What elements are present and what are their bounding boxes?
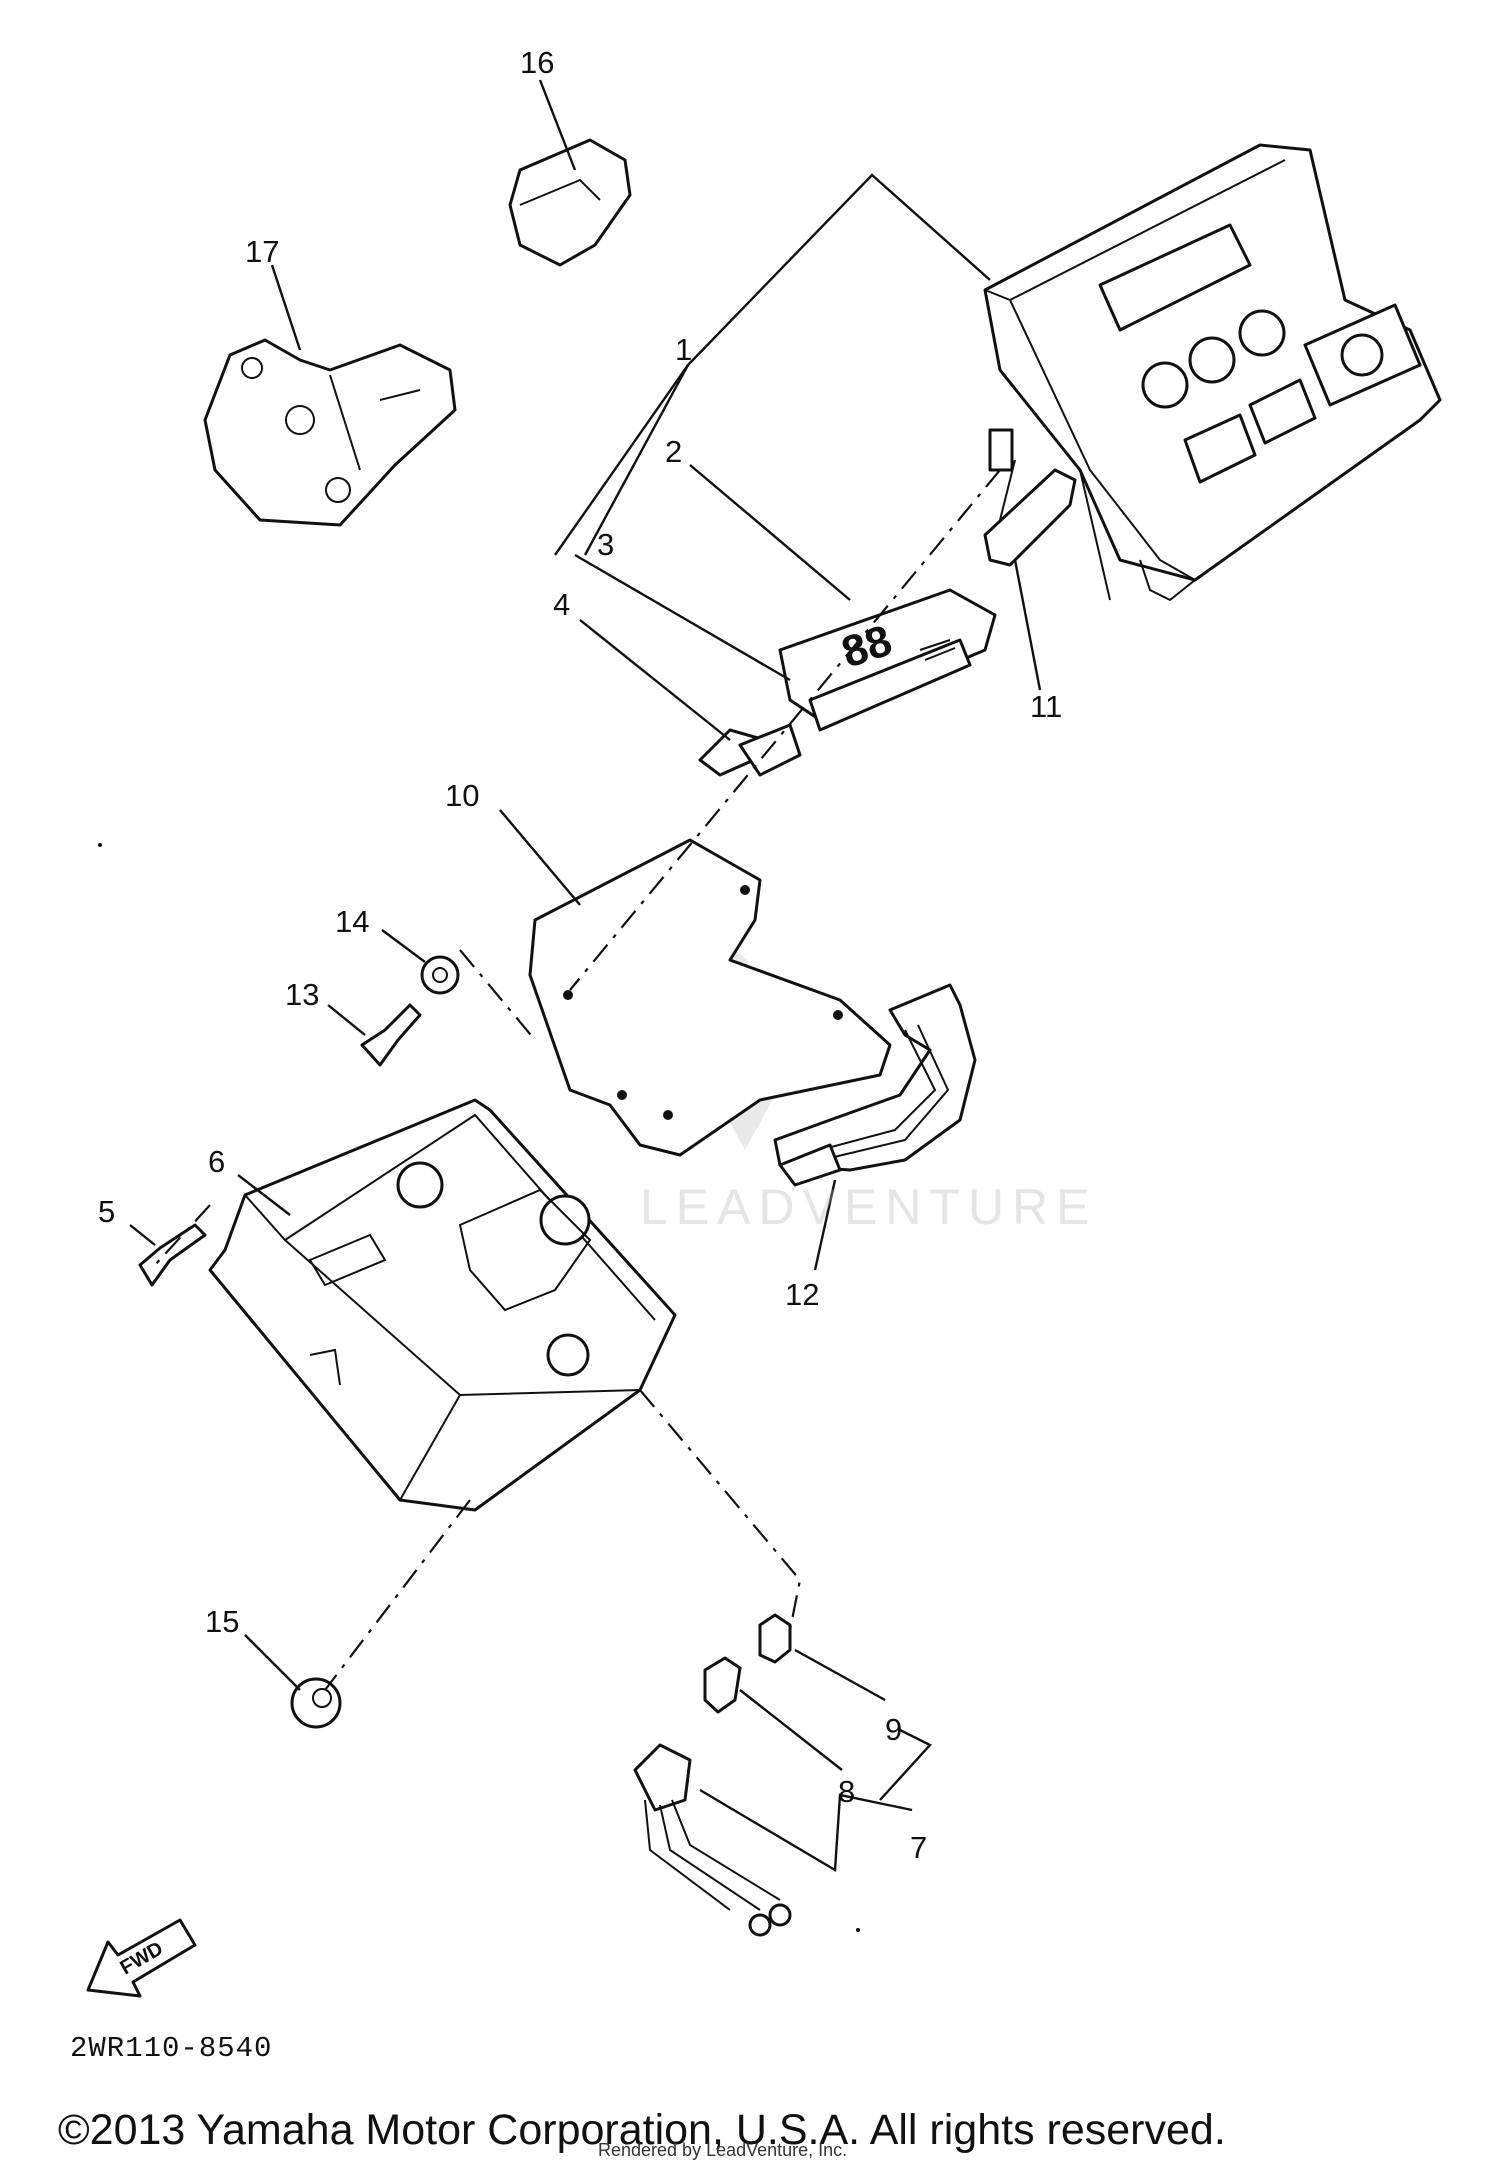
part-8-bulb bbox=[703, 1656, 742, 1714]
render-credit: Rendered by LeadVenture, Inc. bbox=[598, 2140, 848, 2160]
part-17-sensor bbox=[203, 338, 457, 527]
callout-12: 12 bbox=[785, 1277, 819, 1312]
callout-4: 4 bbox=[553, 587, 570, 622]
part-2-lcd-board: 88 bbox=[778, 588, 997, 732]
callout-10: 10 bbox=[445, 778, 479, 813]
part-10-circuit-board bbox=[528, 838, 892, 1157]
watermark-text: LEADVENTURE bbox=[640, 1179, 1098, 1235]
callout-7: 7 bbox=[910, 1830, 927, 1865]
callout-15: 15 bbox=[205, 1604, 239, 1639]
callout-5: 5 bbox=[98, 1194, 115, 1229]
callout-2: 2 bbox=[665, 434, 682, 469]
part-7-socket-harness bbox=[633, 1743, 792, 1937]
callout-17: 17 bbox=[245, 234, 279, 269]
callout-13: 13 bbox=[285, 977, 319, 1012]
leader-lines bbox=[129, 79, 1042, 1873]
part-9-bulb bbox=[758, 1613, 792, 1664]
part-6-meter-case bbox=[208, 1098, 677, 1512]
part-15-grommet bbox=[290, 1677, 342, 1729]
part-12-ribbon-cable bbox=[773, 983, 977, 1187]
part-11-connector bbox=[983, 428, 1077, 567]
callout-16: 16 bbox=[520, 45, 554, 80]
part-1-meter-assembly bbox=[983, 143, 1442, 602]
forward-direction-arrow-icon: FWD bbox=[86, 1918, 197, 1998]
callout-6: 6 bbox=[208, 1144, 225, 1179]
part-13-screw bbox=[360, 1003, 422, 1067]
callout-1: 1 bbox=[675, 332, 692, 367]
callout-8: 8 bbox=[838, 1774, 855, 1809]
assembly-lines bbox=[154, 469, 1001, 1691]
callout-14: 14 bbox=[335, 904, 369, 939]
part-14-grommet bbox=[420, 955, 460, 995]
part-16-cover bbox=[508, 138, 632, 267]
callout-9: 9 bbox=[885, 1712, 902, 1747]
callout-11: 11 bbox=[1030, 689, 1062, 724]
diagram-code: 2WR110-8540 bbox=[70, 2032, 273, 2065]
copyright-notice: ©2013 Yamaha Motor Corporation, U.S.A. A… bbox=[58, 2106, 1226, 2154]
part-4-clip bbox=[698, 723, 802, 777]
part-5-screw bbox=[138, 1223, 207, 1287]
callout-labels: 16 17 1 2 3 4 11 10 14 13 6 5 12 15 9 8 … bbox=[98, 45, 1062, 1865]
callout-3: 3 bbox=[597, 527, 614, 562]
